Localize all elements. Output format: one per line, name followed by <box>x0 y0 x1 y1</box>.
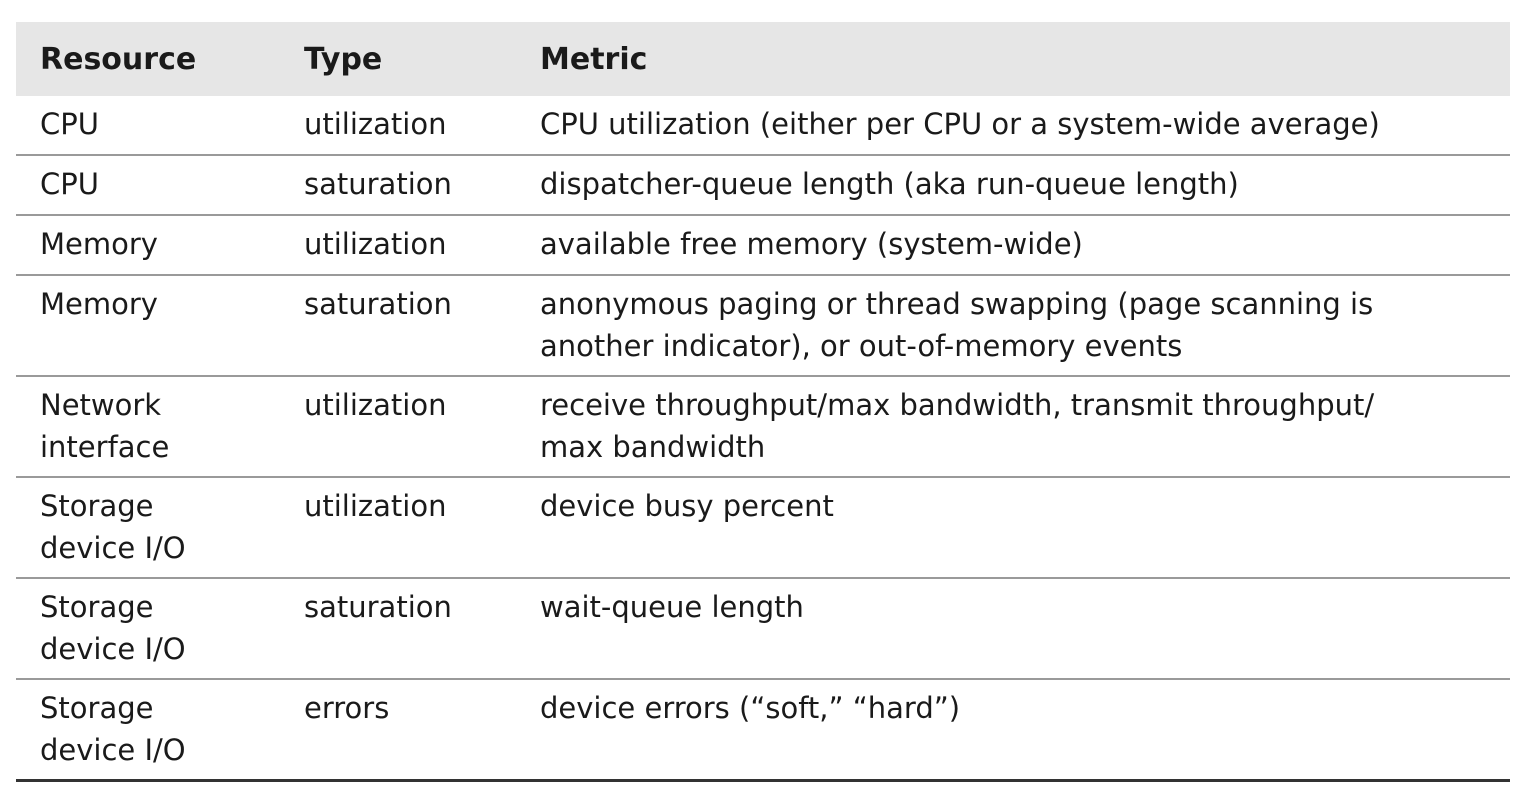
table-row: Network interface utilization receive th… <box>16 375 1510 477</box>
table-row: Storage device I/O utilization device bu… <box>16 476 1510 578</box>
cell-type: utilization <box>304 107 447 141</box>
cell-metric: receive throughput/max bandwidth, transm… <box>516 375 1510 477</box>
cell-type: utilization <box>280 476 516 578</box>
cell-type: saturation <box>280 274 516 376</box>
table-row: Memory saturation anonymous paging or th… <box>16 274 1510 376</box>
header-type: Type <box>304 41 383 77</box>
cell-type: saturation <box>280 577 516 679</box>
table-body: CPU utilization CPU utilization (either … <box>16 96 1510 781</box>
cell-metric: anonymous paging or thread swapping (pag… <box>516 274 1510 376</box>
cell-type: saturation <box>280 154 516 215</box>
cell-resource: Storage device I/O <box>16 577 280 679</box>
cell-metric: device errors (“soft,” “hard”) <box>516 678 1510 781</box>
cell-resource: CPU <box>40 107 99 141</box>
table-row: Memory utilization available free memory… <box>16 214 1510 275</box>
cell-metric: wait-queue length <box>516 577 1510 679</box>
cell-metric: available free memory (system-wide) <box>516 214 1510 275</box>
use-metrics-table: Resource Type Metric CPU utilization CPU… <box>16 22 1510 782</box>
cell-type: errors <box>280 678 516 781</box>
metrics-table-container: Resource Type Metric CPU utilization CPU… <box>16 22 1510 782</box>
cell-metric: device busy percent <box>516 476 1510 578</box>
header-row: Resource Type Metric <box>16 22 1510 96</box>
cell-type: utilization <box>280 375 516 477</box>
table-row: CPU utilization CPU utilization (either … <box>16 96 1510 155</box>
table-row: Storage device I/O saturation wait-queue… <box>16 577 1510 679</box>
header-resource: Resource <box>40 41 197 77</box>
cell-resource: Memory <box>16 274 280 376</box>
cell-resource: Memory <box>16 214 280 275</box>
table-header: Resource Type Metric <box>16 22 1510 96</box>
cell-type: utilization <box>280 214 516 275</box>
table-row: CPU saturation dispatcher-queue length (… <box>16 154 1510 215</box>
cell-metric: dispatcher-queue length (aka run-queue l… <box>516 154 1510 215</box>
cell-resource: CPU <box>16 154 280 215</box>
table-row: Storage device I/O errors device errors … <box>16 678 1510 781</box>
cell-metric: CPU utilization (either per CPU or a sys… <box>540 107 1380 141</box>
header-metric: Metric <box>540 41 648 77</box>
cell-resource: Storage device I/O <box>16 476 280 578</box>
cell-resource: Network interface <box>16 375 280 477</box>
cell-resource: Storage device I/O <box>16 678 280 781</box>
